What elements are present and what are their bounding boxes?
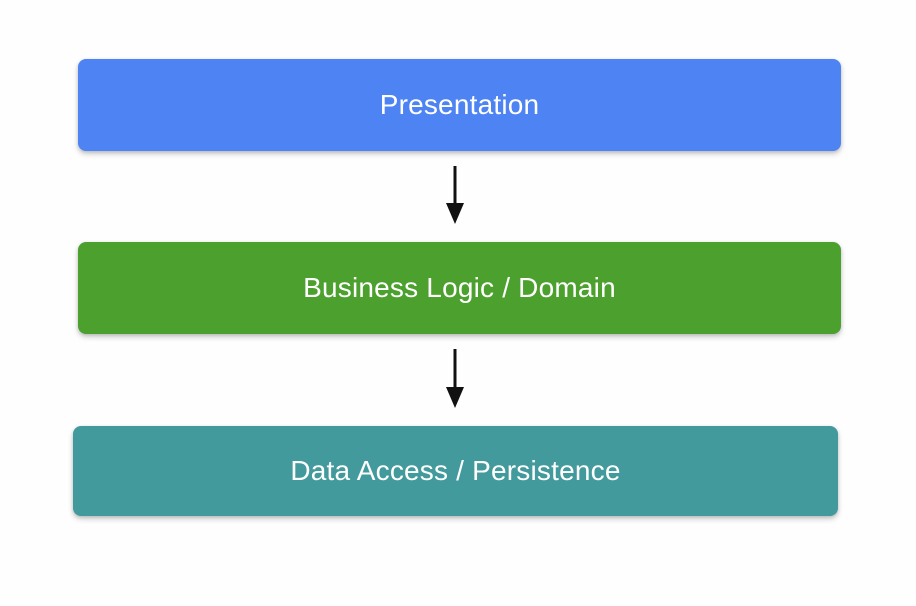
arrow-head-business-to-data (446, 387, 464, 408)
layer-box-presentation[interactable]: Presentation (78, 59, 841, 151)
layer-label-data-access: Data Access / Persistence (290, 455, 621, 486)
layer-box-business-logic[interactable]: Business Logic / Domain (78, 242, 841, 334)
layer-label-presentation: Presentation (379, 89, 540, 120)
arrow-head-presentation-to-business (446, 203, 464, 224)
layer-label-business-logic: Business Logic / Domain (303, 272, 616, 303)
layer-box-data-access[interactable]: Data Access / Persistence (73, 426, 838, 516)
